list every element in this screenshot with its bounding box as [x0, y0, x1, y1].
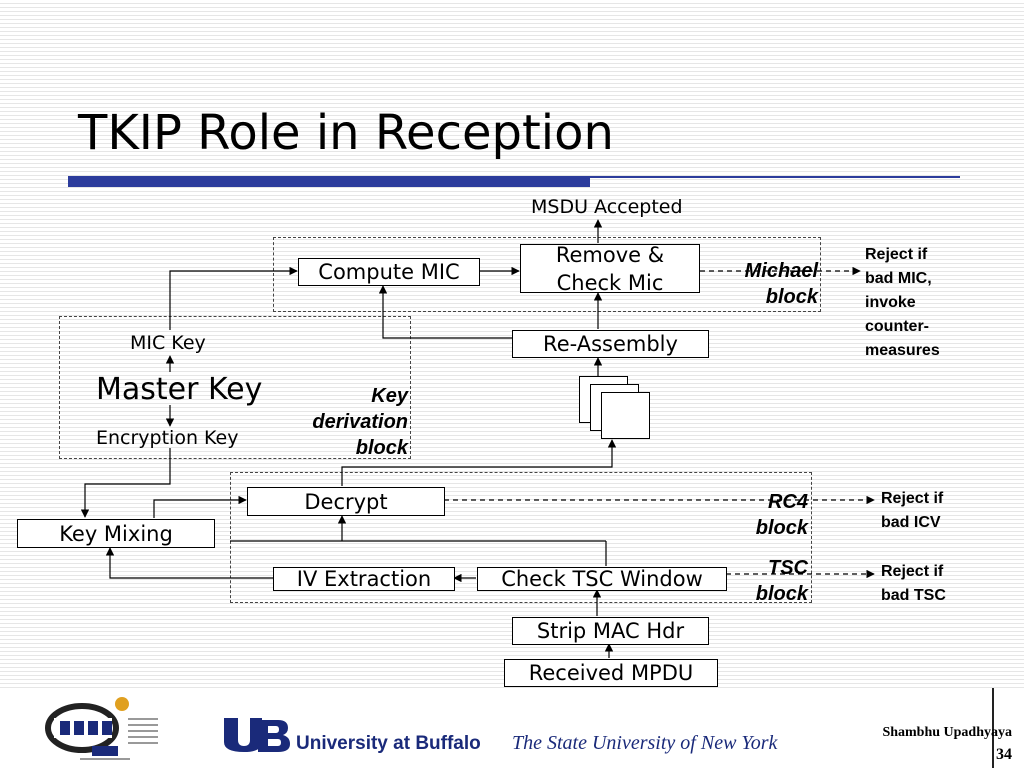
re-assembly-box: Re-Assembly: [512, 330, 709, 358]
key-derivation-block-label: Key derivation block: [312, 385, 408, 459]
key-mixing-box: Key Mixing: [17, 519, 215, 548]
encryption-key-label: Encryption Key: [96, 427, 239, 449]
michael-region: [273, 237, 821, 312]
mic-key-label: MIC Key: [130, 332, 206, 354]
rc4-block-label: RC4 block: [755, 491, 808, 539]
tsc-block-label: TSC block: [755, 557, 808, 605]
university-at-buffalo-wordmark: University at Buffalo: [296, 733, 481, 754]
reject-bad-mic-note: Reject if bad MIC, invoke counter- measu…: [865, 246, 940, 359]
cesda-logo: [40, 688, 170, 766]
title-underline-thin: [590, 176, 960, 178]
ub-logo-icon: [222, 716, 292, 758]
fragment-card-3: [601, 392, 650, 439]
decrypt-box: Decrypt: [247, 487, 445, 516]
suny-wordmark: The State University of New York: [512, 732, 778, 754]
author-name: Shambhu Upadhyaya: [882, 725, 1012, 740]
compute-mic-box: Compute MIC: [298, 258, 480, 286]
reject-bad-tsc-note: Reject if bad TSC: [881, 563, 946, 604]
remove-check-mic-box: Remove & Check Mic: [520, 243, 700, 295]
check-tsc-window-box: Check TSC Window: [477, 567, 727, 591]
master-key-label: Master Key: [96, 372, 263, 407]
iv-extraction-box: IV Extraction: [273, 567, 455, 591]
page-number: 34: [996, 746, 1012, 763]
footer-divider: [992, 688, 994, 768]
received-mpdu-box: Received MPDU: [504, 659, 718, 687]
michael-block-label: Michael block: [744, 260, 818, 308]
rc4-tsc-region: [230, 472, 812, 603]
footer-band: [0, 688, 1024, 768]
strip-mac-hdr-box: Strip MAC Hdr: [512, 617, 709, 645]
msdu-accepted-label: MSDU Accepted: [531, 196, 683, 218]
key-derivation-region: [59, 316, 411, 459]
reject-bad-icv-note: Reject if bad ICV: [881, 490, 944, 531]
slide-title: TKIP Role in Reception: [78, 105, 614, 161]
title-underline-thick: [68, 176, 590, 187]
